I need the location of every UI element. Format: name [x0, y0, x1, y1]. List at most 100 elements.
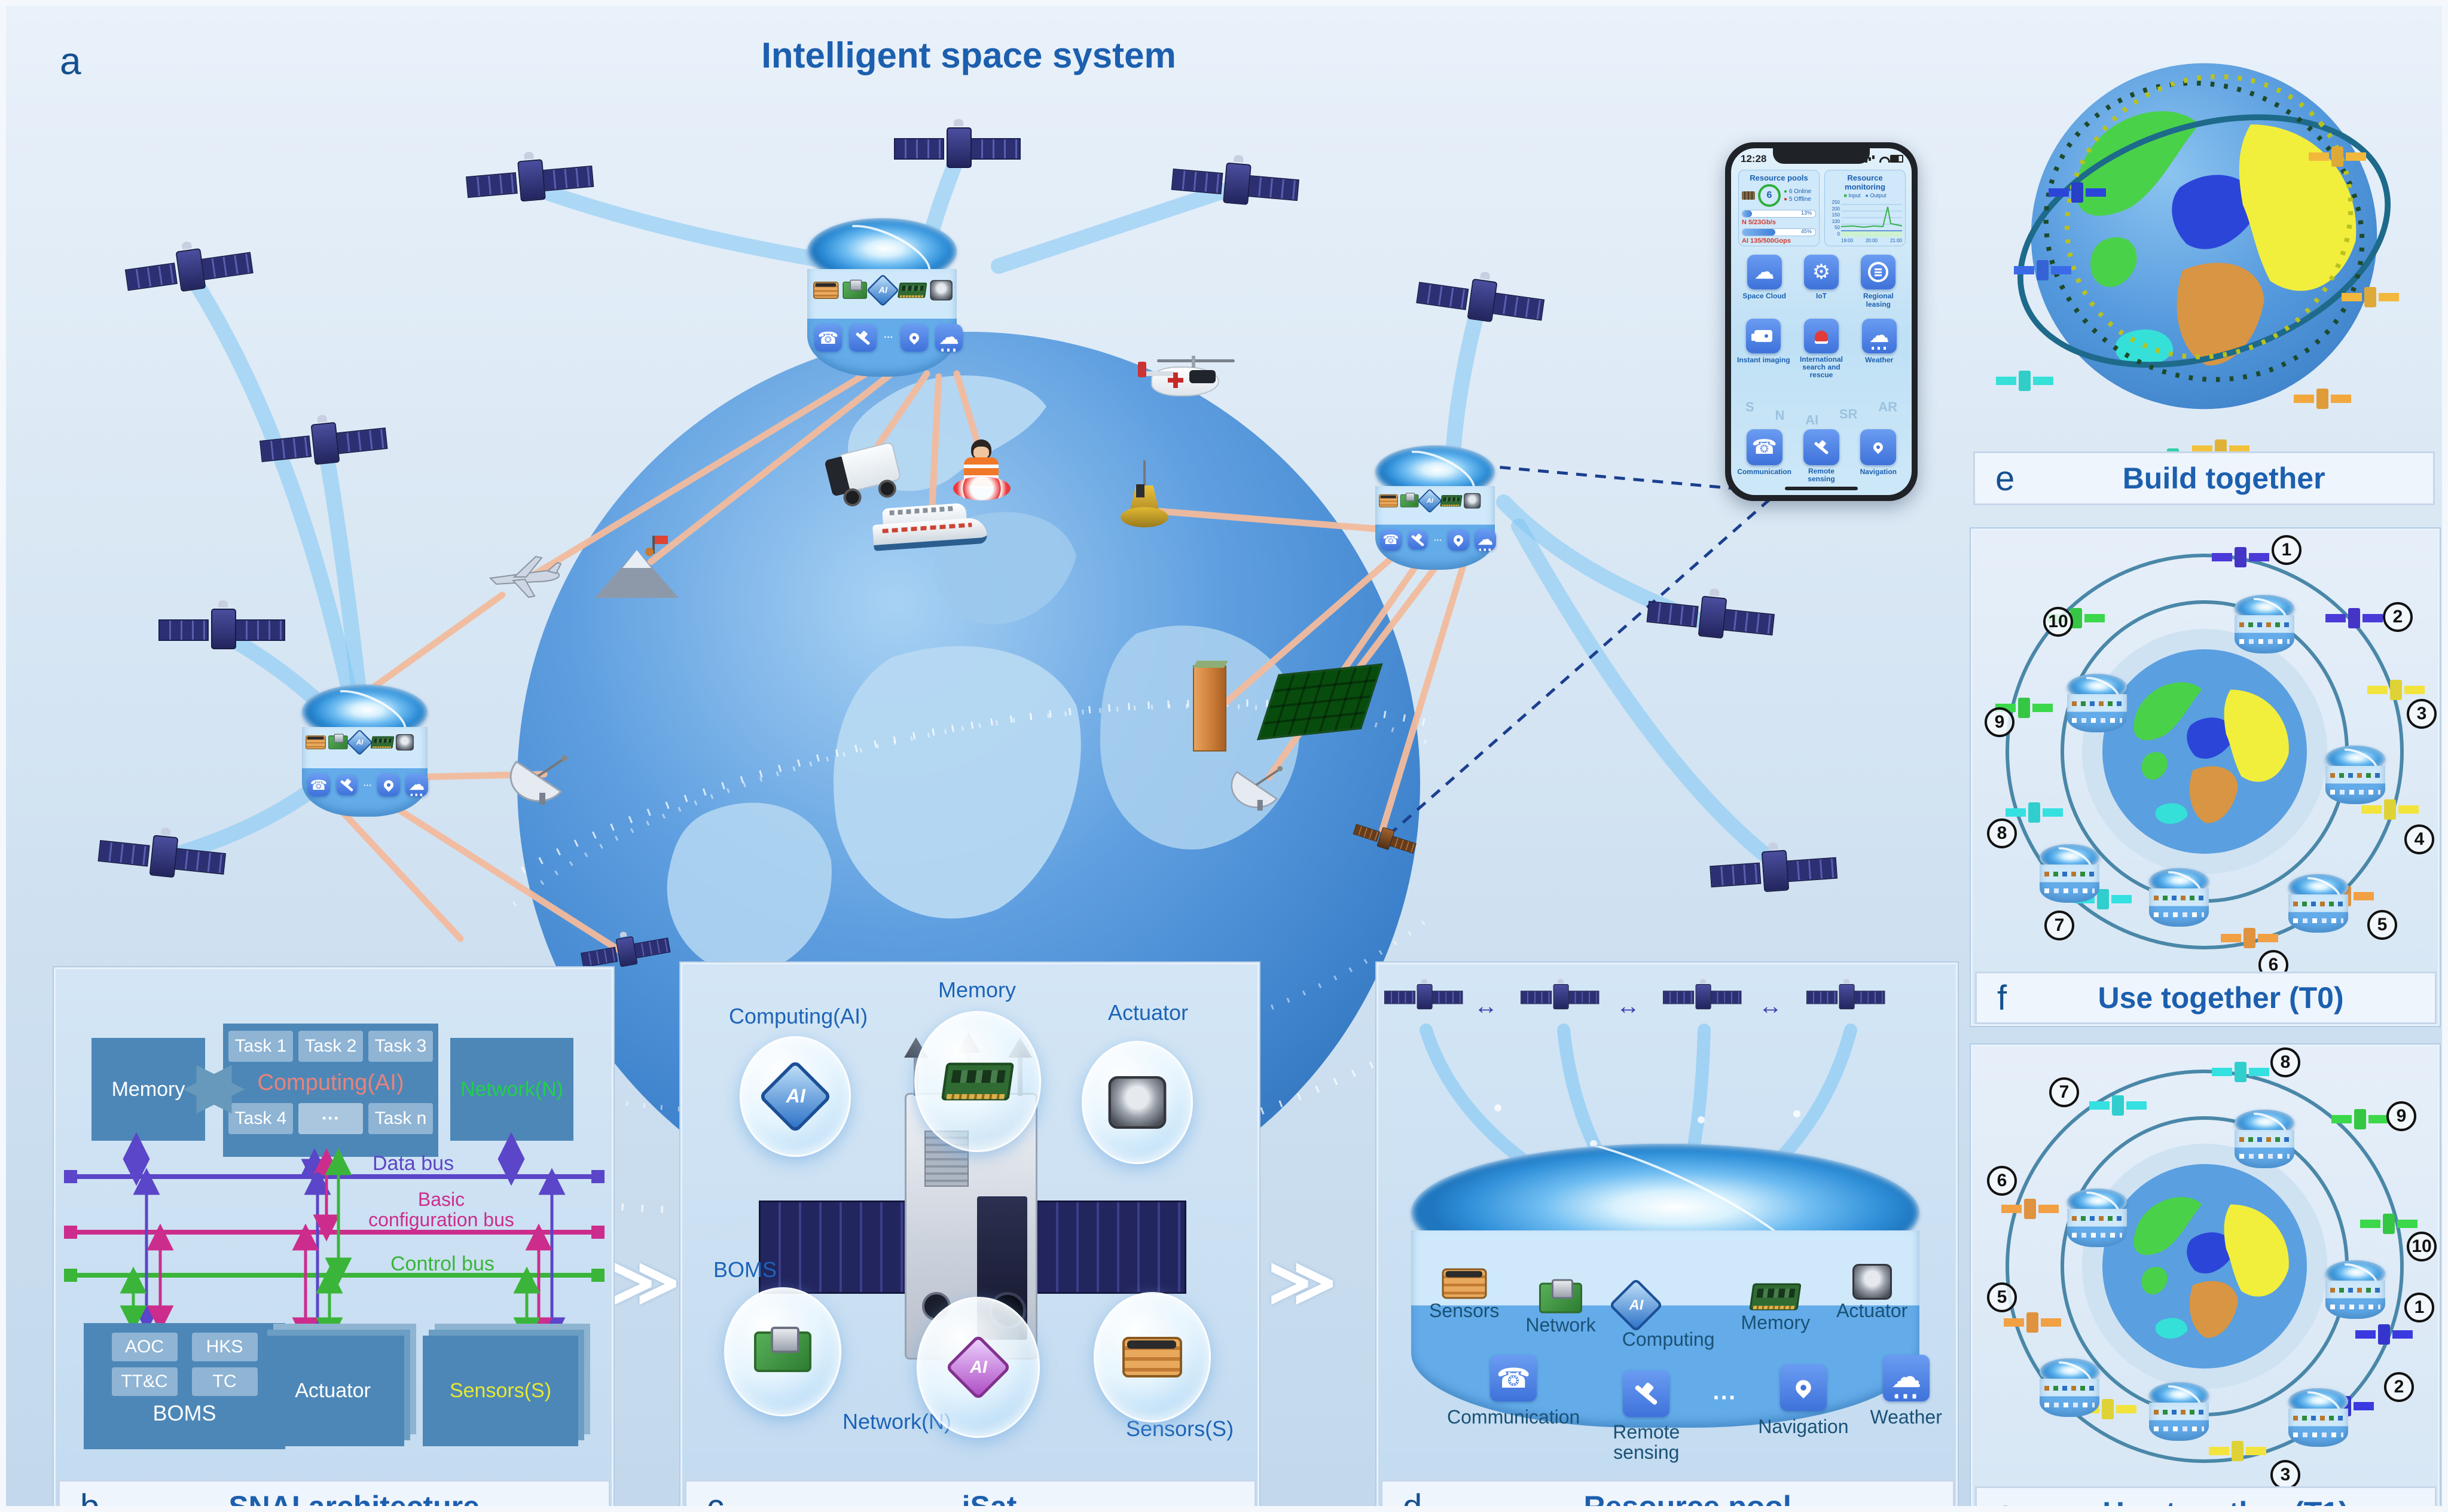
panel-d-caption-text: Resource pool [1583, 1490, 1791, 1512]
communication-icon: ☎ [814, 324, 842, 352]
dock-label: Navigation [1860, 468, 1897, 476]
sensors-label: Sensors(S) [449, 1379, 552, 1402]
satellite-icon [2360, 1214, 2418, 1234]
phone-notch [1773, 148, 1870, 164]
home-indicator [1785, 487, 1858, 490]
orbit-number: 7 [2049, 1077, 2079, 1107]
online-count: ● 6 Online [1784, 188, 1812, 195]
page-title: Intelligent space system [761, 35, 1176, 75]
service-label: Weather [1870, 1406, 1942, 1428]
computing-label: Computing(AI) [257, 1070, 404, 1095]
panel-g-letter: g [1997, 1493, 2016, 1507]
panel-c: Computing(AI) AI Memory Actuator BOMS Ne… [680, 963, 1259, 1512]
navigation-icon [1779, 1364, 1827, 1411]
boms-box: AOC HKS TT&C TC BOMS [84, 1323, 285, 1449]
panel-c-letter: c [707, 1487, 724, 1512]
memory-label: Memory [111, 1077, 185, 1101]
orbit-number: 10 [2043, 607, 2073, 637]
navigation-icon [900, 324, 928, 352]
orbit-number: 5 [2367, 910, 2397, 940]
hks-box: HKS [191, 1333, 258, 1361]
orbit-number: 2 [2383, 602, 2413, 632]
signal-icon [1861, 159, 1864, 163]
panel-a: a Intelligent space system [6, 6, 1967, 1506]
mini-pool [2067, 674, 2127, 732]
aoc-box: AOC [111, 1333, 178, 1361]
memory-label: Memory [938, 978, 1017, 1002]
service-label: Communication [1447, 1406, 1580, 1428]
iot-icon: ⚙ [1803, 255, 1839, 289]
satellite-icon [2367, 680, 2425, 700]
service-label: Navigation [1758, 1416, 1849, 1437]
card-title: Resource monitoring [1845, 173, 1885, 191]
panel-e-letter: e [1995, 459, 2015, 498]
panel-a-letter: a [60, 39, 81, 83]
panel-f-caption: f Use together (T0) [1975, 972, 2437, 1024]
orbit-number: 2 [2384, 1372, 2414, 1402]
offline-count: ● 5 Offline [1784, 196, 1811, 203]
satellite-icon [2361, 799, 2419, 820]
panel-g: 8 7 9 6 10 5 1 4 3 2 g Use together (T1) [1971, 1044, 2440, 1507]
ttc-box: TT&C [111, 1367, 178, 1396]
regional-leasing-icon [1861, 255, 1896, 289]
inter-satellite-link: ↔ [1474, 993, 1498, 1019]
satellite-icon [2004, 1312, 2061, 1333]
weather-icon: ☁ [1882, 1355, 1930, 1401]
inter-satellite-link: ↔ [1616, 993, 1640, 1019]
dish-antenna-icon [1229, 754, 1294, 813]
actuator-bubble [1082, 1041, 1193, 1164]
mini-pool [2040, 844, 2099, 903]
orbit-number: 6 [1987, 1166, 2017, 1196]
computing-label: Computing(AI) [729, 1004, 868, 1028]
memory-bubble [914, 1011, 1041, 1152]
rescue-person-icon [951, 439, 1017, 505]
pool-count-ring: 6 [1758, 184, 1781, 207]
actuator-label: Actuator [1108, 1000, 1189, 1025]
panel-f-letter: f [1997, 978, 2007, 1018]
ai-usage-label: AI 135/500Gops [1742, 237, 1791, 245]
battery-icon [1890, 155, 1903, 163]
data-bus-label: Data bus [373, 1152, 454, 1175]
app-label: IoT [1815, 292, 1827, 300]
panel-e-caption-text: Build together [2122, 462, 2325, 495]
orbit-number: 7 [2044, 911, 2074, 940]
satellite-thumb-icon [1742, 191, 1755, 200]
orbit-number: 9 [1985, 707, 2014, 737]
component-label: Network [1525, 1314, 1596, 1336]
satellite-icon [2001, 1199, 2059, 1219]
satellite-icon [2049, 182, 2106, 203]
panel-b: Memory Task 1 Task 2 Task 3 Computing(AI… [54, 967, 613, 1512]
weather-app-icon: ☁ [1861, 319, 1897, 353]
network-chip-icon [843, 279, 868, 299]
communication-icon: ☎ [1490, 1355, 1537, 1401]
orbit-number: 1 [2272, 535, 2302, 565]
resource-pool-cylinder: AI ☎ ··· ☁ [302, 685, 428, 817]
actuator-label: Actuator [295, 1379, 371, 1402]
network-bubble: AI [917, 1297, 1040, 1438]
panel-b-letter: b [80, 1487, 100, 1512]
resource-monitoring-card: Resource monitoring ■ Input ● Output 250… [1824, 170, 1906, 246]
component-label: Computing [1622, 1328, 1715, 1350]
task-box: Task 2 [298, 1031, 363, 1062]
computing-box: Task 1 Task 2 Task 3 Computing(AI) Task … [223, 1024, 438, 1157]
status-icons [1861, 154, 1903, 163]
flow-chevron: ≫ [611, 1245, 680, 1319]
inter-satellite-link: ↔ [1759, 993, 1782, 1019]
app-label: Space Cloud [1742, 292, 1786, 300]
sensors-box: Sensors(S) [423, 1336, 578, 1446]
mini-pool [2325, 746, 2385, 804]
tc-box: TC [191, 1367, 258, 1396]
mini-pool [2149, 1382, 2209, 1441]
actuator-icon [930, 280, 953, 301]
orbit-number: 5 [1987, 1282, 2017, 1312]
boms-label: BOMS [152, 1401, 216, 1425]
resource-pool-cylinder: AI ☎ ··· ☁ [807, 218, 963, 377]
app-label: Regional leasing [1863, 292, 1894, 308]
earth-small [2102, 1164, 2307, 1369]
orbit-number: 1 [2404, 1293, 2434, 1322]
sensors-bubble [1094, 1292, 1211, 1422]
